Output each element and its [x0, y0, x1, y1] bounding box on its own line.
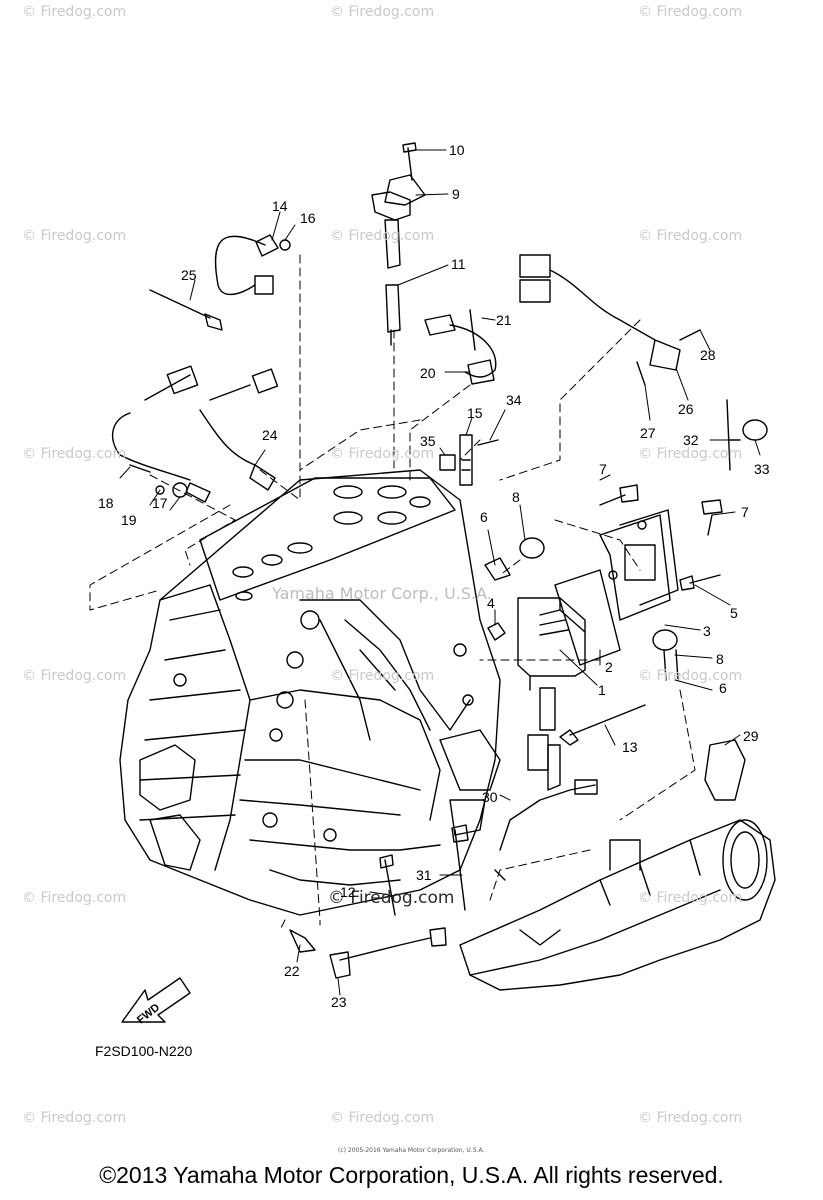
callout-16: 16 — [300, 210, 316, 226]
watermark: © Firedog.com — [638, 228, 743, 244]
watermark: © Firedog.com — [638, 4, 743, 20]
callout-27: 27 — [640, 425, 656, 441]
callout-24: 24 — [262, 427, 278, 443]
callout-8a: 8 — [512, 489, 520, 505]
callout-34: 34 — [506, 392, 522, 408]
watermark: © Firedog.com — [638, 1110, 743, 1126]
callout-12: 12 — [340, 884, 356, 900]
callout-15: 15 — [467, 405, 483, 421]
callout-2: 2 — [605, 659, 613, 675]
watermark: © Firedog.com — [22, 1110, 127, 1126]
callout-31: 31 — [416, 867, 432, 883]
watermark: © Firedog.com — [22, 668, 127, 684]
callout-19: 19 — [121, 512, 137, 528]
watermark: © Firedog.com — [22, 228, 127, 244]
fasteners-drawing — [484, 484, 723, 681]
watermark: © Firedog.com — [330, 228, 435, 244]
watermark: © Firedog.com — [22, 890, 127, 906]
throttle-plate-drawing — [554, 509, 679, 666]
callout-20: 20 — [420, 365, 436, 381]
callout-26: 26 — [678, 401, 694, 417]
callout-25: 25 — [181, 267, 197, 283]
callout-22: 22 — [284, 963, 300, 979]
callout-9: 9 — [452, 186, 460, 202]
callout-33: 33 — [754, 461, 770, 477]
watermark: © Firedog.com — [330, 668, 435, 684]
harness-drawing — [519, 254, 701, 386]
probes-drawing — [289, 704, 646, 979]
watermark: © Firedog.com — [330, 4, 435, 20]
callout-7a: 7 — [599, 461, 607, 477]
callout-7b: 7 — [741, 504, 749, 520]
callout-6b: 6 — [719, 680, 727, 696]
callout-32: 32 — [683, 432, 699, 448]
callout-17: 17 — [152, 495, 168, 511]
engine-block-drawing — [119, 469, 501, 916]
callout-4: 4 — [487, 595, 495, 611]
watermark: © Firedog.com — [638, 890, 743, 906]
temp-sensor-drawing — [149, 234, 291, 331]
watermark: © Firedog.com — [330, 446, 435, 462]
copyright-notice: ©2013 Yamaha Motor Corporation, U.S.A. A… — [99, 1162, 724, 1188]
callout-28: 28 — [700, 347, 716, 363]
watermark: © Firedog.com — [638, 668, 743, 684]
watermark: © Firedog.com — [330, 1110, 435, 1126]
ecu-box-drawing — [517, 597, 586, 791]
ignition-coil-drawing — [371, 142, 426, 346]
callout-5: 5 — [730, 605, 738, 621]
watermark: © Firedog.com — [22, 446, 127, 462]
leader-lines — [89, 254, 696, 931]
diagram-code: F2SD100-N220 — [95, 1043, 193, 1059]
callout-18: 18 — [98, 495, 114, 511]
callout-1: 1 — [598, 682, 606, 698]
callout-8b: 8 — [716, 651, 724, 667]
callout-21: 21 — [496, 312, 512, 328]
callout-13: 13 — [622, 739, 638, 755]
lower-sensors-drawing — [111, 365, 279, 503]
callout-10: 10 — [449, 142, 465, 158]
callout-6a: 6 — [480, 509, 488, 525]
callout-29: 29 — [743, 728, 759, 744]
callout-11: 11 — [451, 256, 466, 272]
callout-35: 35 — [420, 433, 436, 449]
fwd-arrow-drawing — [121, 977, 191, 1023]
watermark: © Firedog.com — [638, 446, 743, 462]
tiny-copyright: (c) 2005-2016 Yamaha Motor Corporation, … — [338, 1147, 485, 1154]
callout-23: 23 — [331, 994, 347, 1010]
watermark-prominent: © Firedog.com — [328, 888, 455, 908]
callout-14: 14 — [272, 198, 288, 214]
exhaust-pipe-drawing — [459, 819, 776, 991]
inner-watermark: Yamaha Motor Corp., U.S.A. — [272, 584, 492, 603]
watermark: © Firedog.com — [22, 4, 127, 20]
callout-3: 3 — [703, 623, 711, 639]
callout-30: 30 — [482, 789, 498, 805]
